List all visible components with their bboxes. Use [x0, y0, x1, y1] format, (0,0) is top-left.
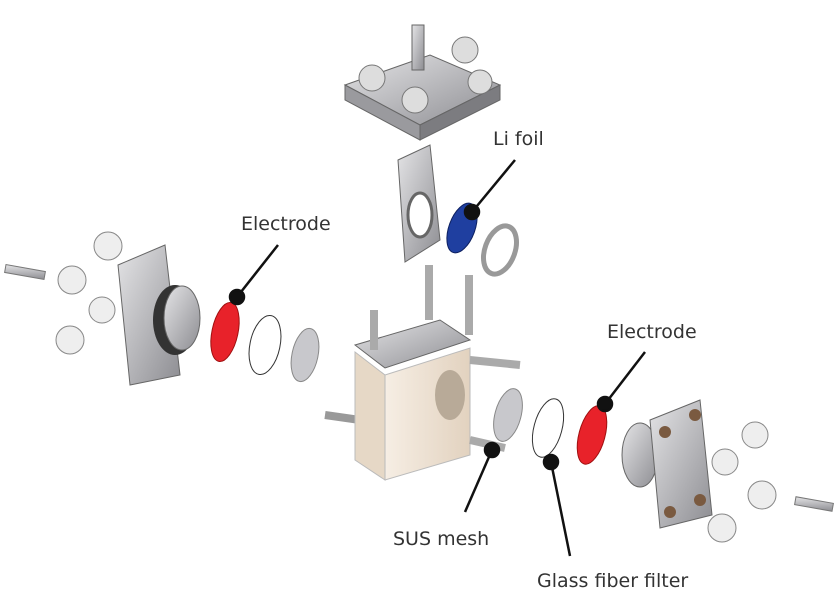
top-ring [481, 223, 519, 277]
right-electrode-disc [576, 405, 608, 465]
left-mesh-disc [290, 327, 320, 383]
left-separator-ring [248, 314, 282, 376]
left-end-assembly [4, 231, 201, 386]
label-electrode-right: Electrode [607, 321, 697, 343]
label-li-foil: Li foil [493, 128, 544, 150]
top-clamp [343, 24, 502, 141]
glass-fiber-ring [531, 398, 565, 458]
left-electrode-disc [210, 302, 240, 362]
leader-lines [228, 159, 646, 557]
label-glass-fiber-filter: Glass fiber filter [537, 570, 688, 592]
right-end-assembly [621, 399, 834, 543]
top-plate [397, 144, 441, 263]
label-sus-mesh: SUS mesh [393, 528, 489, 550]
right-mesh-disc [493, 388, 523, 442]
label-electrode-left: Electrode [241, 213, 331, 235]
